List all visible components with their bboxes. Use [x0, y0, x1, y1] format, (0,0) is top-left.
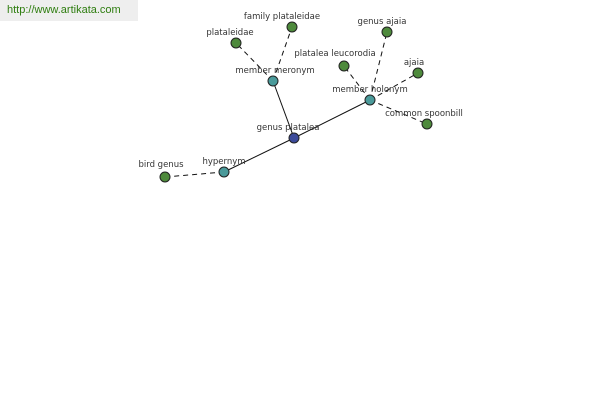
edge-member-meronym-to-family-plataleidae — [272, 26, 293, 82]
node-bird-genus[interactable] — [159, 171, 171, 183]
node-label-genus-ajaia[interactable]: genus ajaia — [358, 17, 407, 27]
edge-genus-platalea-to-member-holonym — [293, 99, 371, 139]
node-family-plataleidae[interactable] — [286, 21, 298, 33]
edge-member-holonym-to-platalea-leucorodia — [343, 65, 371, 101]
node-label-platalea-leucorodia[interactable]: platalea leucorodia — [294, 49, 375, 59]
node-label-genus-platalea[interactable]: genus platalea — [257, 123, 320, 133]
graph-labels: genus platalea member meronym member holon… — [138, 12, 462, 170]
node-genus-platalea[interactable] — [288, 132, 300, 144]
edge-member-holonym-to-genus-ajaia — [369, 31, 388, 101]
node-genus-ajaia[interactable] — [381, 26, 393, 38]
edge-hypernym-to-bird-genus — [164, 171, 225, 178]
source-banner: http://www.artikata.com — [0, 0, 138, 21]
node-label-plataleidae[interactable]: plataleidae — [206, 28, 253, 38]
node-common-spoonbill[interactable] — [421, 118, 433, 130]
node-member-holonym[interactable] — [364, 94, 376, 106]
node-plataleidae[interactable] — [230, 37, 242, 49]
node-label-member-meronym[interactable]: member meronym — [235, 66, 314, 76]
edge-genus-platalea-to-member-meronym — [272, 80, 295, 139]
node-label-common-spoonbill[interactable]: common spoonbill — [385, 109, 463, 119]
edge-member-holonym-to-ajaia — [369, 72, 419, 101]
node-label-bird-genus[interactable]: bird genus — [138, 160, 184, 170]
node-label-member-holonym[interactable]: member holonym — [332, 85, 407, 95]
node-platalea-leucorodia[interactable] — [338, 60, 350, 72]
node-label-ajaia[interactable]: ajaia — [404, 58, 424, 68]
graph-edges — [164, 26, 428, 178]
edge-genus-platalea-to-hypernym — [223, 137, 295, 173]
node-label-hypernym[interactable]: hypernym — [202, 157, 245, 167]
node-hypernym[interactable] — [218, 166, 230, 178]
node-ajaia[interactable] — [412, 67, 424, 79]
graph-nodes — [159, 21, 433, 183]
edge-member-holonym-to-common-spoonbill — [369, 99, 428, 125]
node-label-family-plataleidae[interactable]: family plataleidae — [244, 12, 320, 22]
source-url-link[interactable]: http://www.artikata.com — [7, 4, 121, 16]
node-member-meronym[interactable] — [267, 75, 279, 87]
